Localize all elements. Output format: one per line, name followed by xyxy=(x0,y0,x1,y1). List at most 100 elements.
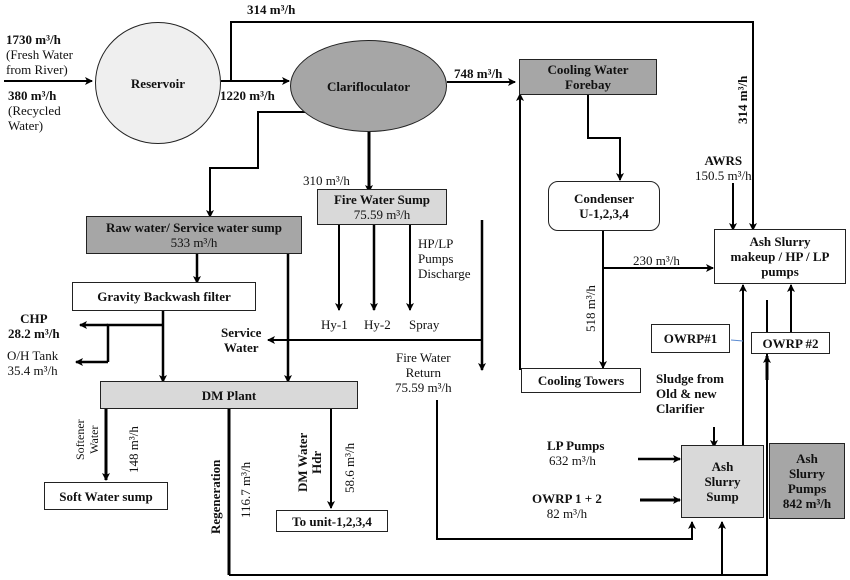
fresh-water-label: 1730 m³/h (Fresh Water from River) xyxy=(6,32,73,77)
fire-sump-line2: 75.59 m³/h xyxy=(353,207,411,222)
flow-clari-to-raw-sump xyxy=(206,111,305,218)
awrs-line1: AWRS xyxy=(704,153,743,168)
clari-to-forebay-label: 748 m³/h xyxy=(454,66,503,81)
fire-water-return-label: Fire Water Return 75.59 m³/h xyxy=(395,350,452,395)
fresh-water-flow: 1730 m³/h xyxy=(6,32,61,47)
hp-lp-line1: HP/LP xyxy=(418,236,454,251)
fire-sump-inflow-label: 310 m³/h xyxy=(303,173,350,188)
dm-water-hdr-label: DM Water Hdr xyxy=(295,432,324,492)
dm-hdr-line1: DM Water xyxy=(295,432,310,492)
chp-label: CHP 28.2 m³/h xyxy=(8,311,60,341)
sludge-line3: Clarifier xyxy=(656,401,705,416)
lp-pumps-line2: 632 m³/h xyxy=(549,453,596,468)
hy1-label: Hy-1 xyxy=(321,317,348,332)
lp-pumps-line1: LP Pumps xyxy=(547,438,605,453)
forebay-line2: Forebay xyxy=(565,77,611,92)
flow-bypass-314 xyxy=(230,21,754,228)
dm-hdr-line2: Hdr xyxy=(309,450,324,474)
owrp12-label: OWRP 1 + 2 82 m³/h xyxy=(532,491,602,521)
condenser-line1: Condenser xyxy=(574,191,634,206)
sludge-line2: Old & new xyxy=(656,386,717,401)
raw-water-sump-node: Raw water/ Service water sump 533 m³/h xyxy=(86,216,302,254)
oh-tank-line1: O/H Tank xyxy=(7,348,59,363)
ash-pumps-line4: 842 m³/h xyxy=(782,496,832,511)
raw-sump-line2: 533 m³/h xyxy=(170,235,218,250)
awrs-label: AWRS 150.5 m³/h xyxy=(695,153,752,183)
reservoir-node: Reservoir xyxy=(95,22,221,144)
sludge-label: Sludge from Old & new Clarifier xyxy=(656,371,724,416)
reservoir-label: Reservoir xyxy=(130,75,186,91)
cooling-towers-node: Cooling Towers xyxy=(521,368,641,393)
ash-slurry-sump-node: Ash Slurry Sump xyxy=(681,445,764,518)
fire-return-line2: Return xyxy=(405,365,441,380)
hp-lp-discharge-label: HP/LP Pumps Discharge xyxy=(418,236,470,281)
oh-tank-label: O/H Tank 35.4 m³/h xyxy=(7,348,58,378)
hp-lp-line3: Discharge xyxy=(418,266,471,281)
regeneration-flow-label: 116.7 m³/h xyxy=(238,461,253,518)
ash-sump-line3: Sump xyxy=(706,489,739,504)
oh-tank-line2: 35.4 m³/h xyxy=(7,363,58,378)
owrp12-line2: 82 m³/h xyxy=(546,506,588,521)
dm-plant-label: DM Plant xyxy=(201,387,257,403)
flow-regen-to-ash xyxy=(229,300,768,576)
recycled-flow: 380 m³/h xyxy=(8,88,57,103)
owrp1-label: OWRP#1 xyxy=(663,331,718,346)
hp-lp-line2: Pumps xyxy=(418,251,454,266)
hy2-label: Hy-2 xyxy=(364,317,391,332)
softener-flow-label: 148 m³/h xyxy=(126,426,141,473)
chp-line2: 28.2 m³/h xyxy=(8,326,60,341)
fire-return-line3: 75.59 m³/h xyxy=(395,380,452,395)
ash-sump-line2: Slurry xyxy=(704,474,741,489)
service-water-line1: Service xyxy=(221,325,262,340)
ash-slurry-pumps-node: Ash Slurry Pumps 842 m³/h xyxy=(769,443,845,519)
forebay-line1: Cooling Water xyxy=(547,62,629,77)
clarifloculator-node: Clarifloculator xyxy=(290,40,447,132)
awrs-line2: 150.5 m³/h xyxy=(695,168,752,183)
ash-pumps-line1: Ash xyxy=(796,451,818,466)
recycled-line3: Water) xyxy=(8,118,44,133)
fire-water-sump-node: Fire Water Sump 75.59 m³/h xyxy=(317,189,447,225)
to-unit-node: To unit-1,2,3,4 xyxy=(276,510,388,532)
service-water-line2: Water xyxy=(223,340,259,355)
owrp2-label: OWRP #2 xyxy=(762,335,819,351)
raw-sump-line1: Raw water/ Service water sump xyxy=(106,220,282,235)
fresh-water-line3: from River) xyxy=(6,62,68,77)
condenser-to-ash-label: 230 m³/h xyxy=(633,253,680,268)
flow-filter-to-chp xyxy=(106,323,163,362)
reservoir-to-clari-label: 1220 m³/h xyxy=(220,88,275,103)
ash-makeup-line3: pumps xyxy=(761,264,799,279)
ash-pumps-line3: Pumps xyxy=(787,481,827,496)
dm-water-flow-label: 58.6 m³/h xyxy=(342,442,357,493)
dm-plant-node: DM Plant xyxy=(100,381,358,409)
softener-line1: Softener xyxy=(73,419,87,460)
softener-water-label: Softener Water xyxy=(73,419,101,460)
owrp1-node: OWRP#1 xyxy=(651,324,730,353)
flow-fire-return xyxy=(436,400,696,540)
sludge-line1: Sludge from xyxy=(656,371,725,386)
service-water-label: Service Water xyxy=(221,325,261,355)
recycled-line2: (Recycled xyxy=(8,103,61,118)
fresh-water-line2: (Fresh Water xyxy=(6,47,73,62)
condenser-node: Condenser U-1,2,3,4 xyxy=(548,181,660,231)
owrp12-line1: OWRP 1 + 2 xyxy=(532,491,602,506)
clarifloculator-label: Clarifloculator xyxy=(326,78,411,94)
spray-label: Spray xyxy=(409,317,440,332)
bypass-flow-label: 314 m³/h xyxy=(247,2,296,17)
fire-return-line1: Fire Water xyxy=(395,350,451,365)
cooling-towers-label: Cooling Towers xyxy=(537,373,625,388)
soft-water-label: Soft Water sump xyxy=(59,488,153,504)
ash-makeup-line1: Ash Slurry xyxy=(749,234,811,249)
ash-pumps-line2: Slurry xyxy=(788,466,826,481)
ash-sump-line1: Ash xyxy=(711,459,734,474)
fire-sump-line1: Fire Water Sump xyxy=(333,192,431,207)
ash-makeup-line2: makeup / HP / LP xyxy=(730,249,830,264)
ash-slurry-makeup-node: Ash Slurry makeup / HP / LP pumps xyxy=(714,229,846,284)
condenser-line2: U-1,2,3,4 xyxy=(579,206,629,221)
gravity-filter-label: Gravity Backwash filter xyxy=(97,289,231,304)
regeneration-label: Regeneration xyxy=(208,459,223,534)
bypass-flow-vertical-label: 314 m³/h xyxy=(735,75,750,124)
cooling-water-forebay-node: Cooling Water Forebay xyxy=(519,59,657,95)
flow-forebay-to-condenser xyxy=(587,94,624,181)
flow-owrp1-link xyxy=(730,339,744,342)
